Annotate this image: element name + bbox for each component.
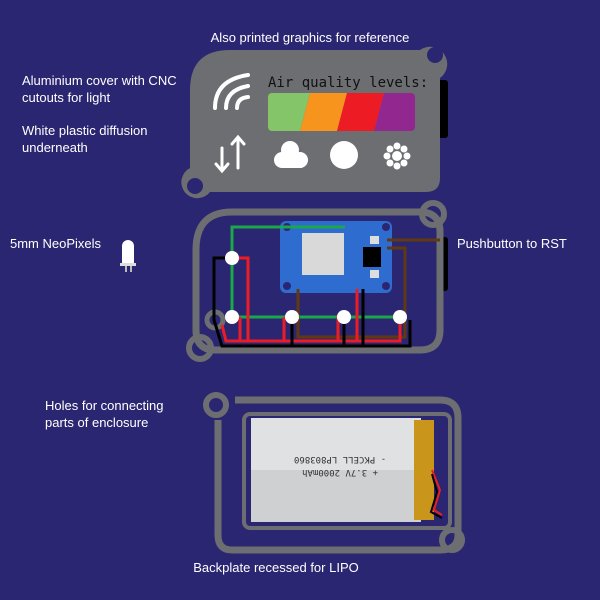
level-bad — [374, 93, 415, 131]
cover-label-2: cutouts for light — [22, 90, 111, 105]
electronics-frame — [186, 200, 448, 362]
mount-hole — [203, 392, 229, 418]
backplate-label: Backplate recessed for LIPO — [193, 560, 359, 575]
mount-hole — [186, 334, 214, 362]
wifi-module — [302, 233, 344, 275]
diffusion-label-2: underneath — [22, 140, 88, 155]
holes-label-2: parts of enclosure — [45, 415, 149, 430]
flower-icon — [383, 142, 411, 170]
neopixels-label: 5mm NeoPixels — [10, 236, 102, 251]
neopixel — [337, 310, 351, 324]
wifi-icon — [213, 73, 250, 110]
neopixel — [285, 310, 299, 324]
cloud-icon — [274, 141, 308, 168]
cover-label-1: Aluminium cover with CNC — [22, 73, 177, 88]
level-moderate — [300, 93, 347, 131]
esp8266-board — [280, 221, 392, 293]
backplate: + 3.7V 2000mAh - PKCELL LP803860 — [203, 392, 465, 554]
mount-hole — [419, 200, 447, 228]
reset-button — [370, 236, 379, 244]
neopixel — [225, 310, 239, 324]
neopixel-led-icon — [120, 240, 136, 272]
mount-hole — [439, 527, 465, 553]
air-quality-bar — [268, 93, 415, 131]
wiring — [212, 225, 440, 348]
air-quality-title: Air quality levels: — [268, 75, 428, 91]
lipo-battery: + 3.7V 2000mAh - PKCELL LP803860 — [251, 418, 443, 522]
neopixel — [393, 310, 407, 324]
lipo-recess — [242, 412, 452, 530]
level-good — [268, 93, 310, 131]
neopixels — [225, 251, 407, 324]
printed-graphics-label: Also printed graphics for reference — [210, 30, 410, 45]
level-poor — [337, 93, 384, 131]
aluminium-cover: Air quality levels: — [181, 46, 448, 199]
up-down-arrows-icon — [214, 134, 246, 174]
holes-label-1: Holes for connecting — [45, 398, 164, 413]
battery-voltage: + 3.7V 2000mAh — [302, 467, 378, 477]
diffusion-label-1: White plastic diffusion — [22, 123, 148, 138]
neopixel — [225, 251, 239, 265]
circle-icon — [330, 141, 358, 169]
pushbutton-label: Pushbutton to RST — [457, 236, 567, 251]
mount-hole — [427, 47, 443, 63]
battery-model: - PKCELL LP803860 — [294, 454, 386, 464]
regulator-chip — [363, 247, 381, 267]
mount-hole — [187, 178, 203, 194]
